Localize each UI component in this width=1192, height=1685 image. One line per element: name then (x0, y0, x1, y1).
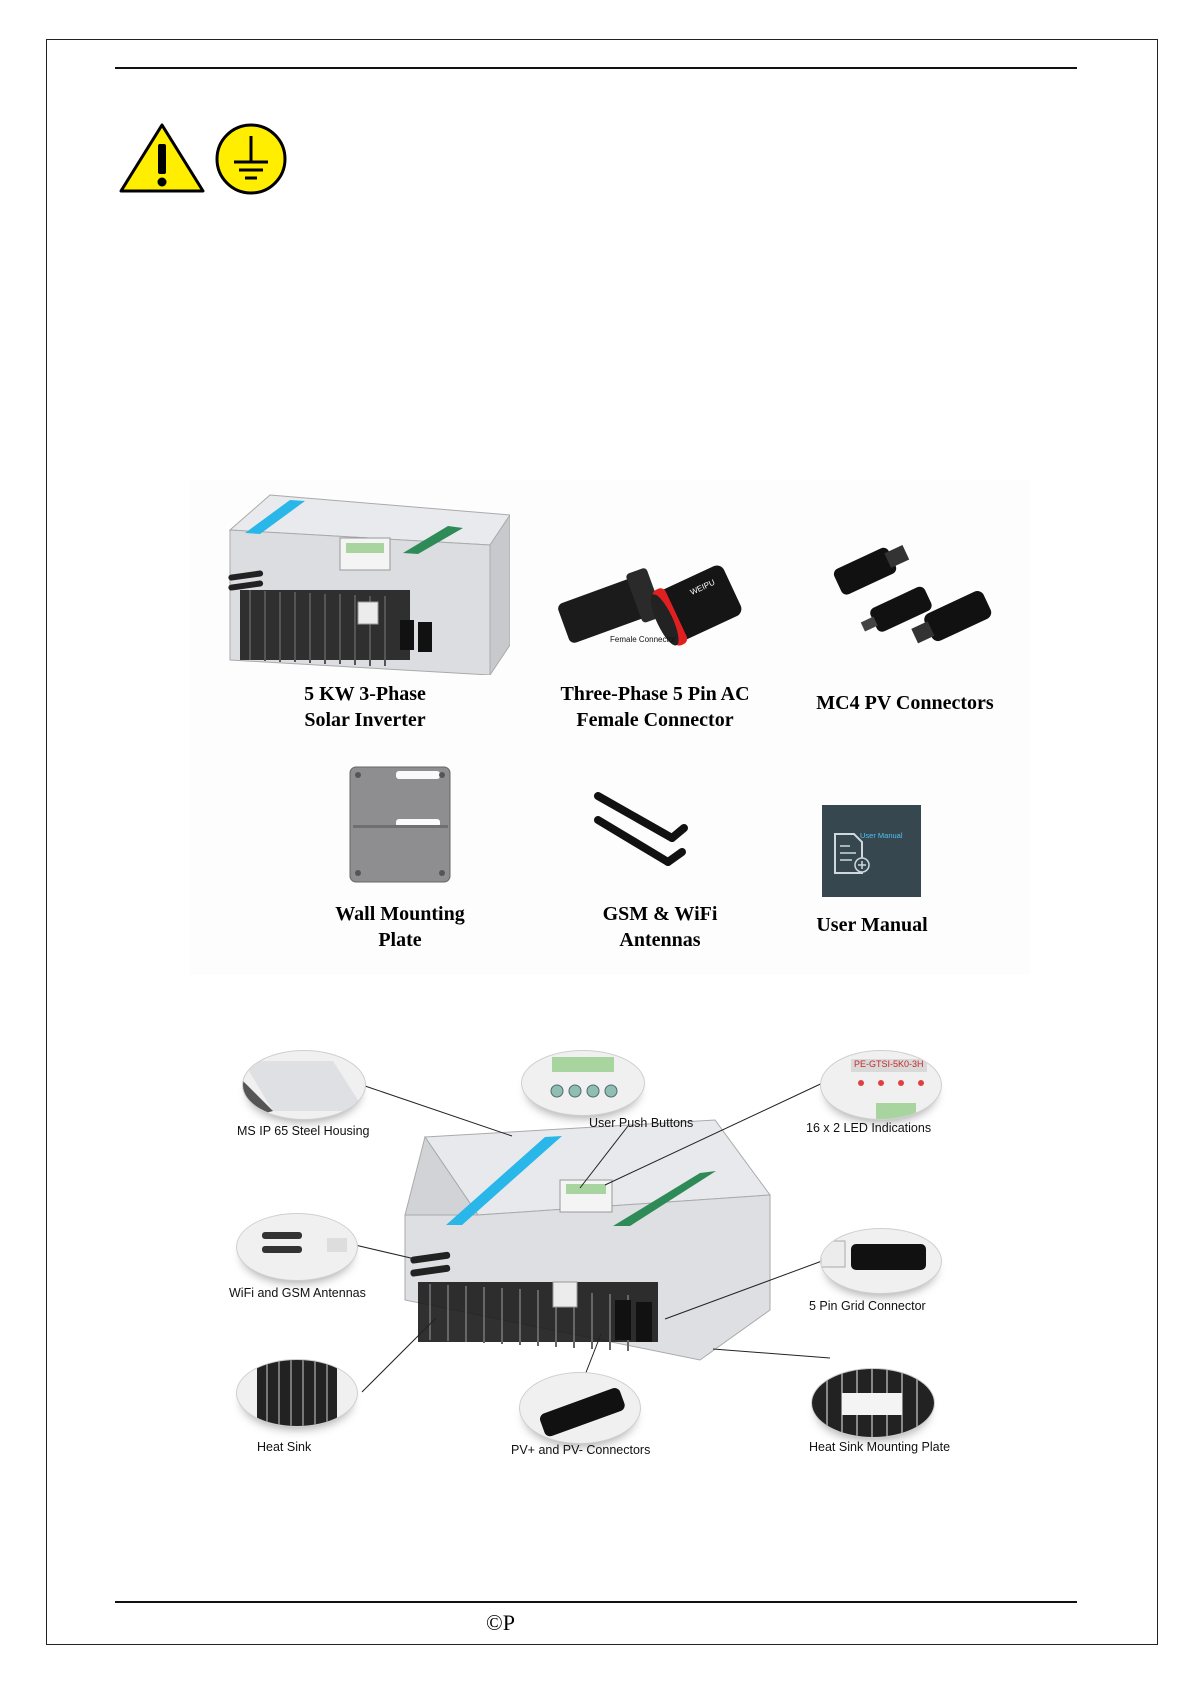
ground-symbol-icon (215, 123, 287, 195)
bubble-housing (242, 1050, 366, 1120)
caption-plate: Heat Sink Mounting Plate (809, 1440, 951, 1454)
footer-rule (115, 1601, 1077, 1603)
caption-heatsink: Heat Sink (257, 1440, 312, 1454)
wall-plate-image (349, 766, 451, 883)
bubble-antennas (236, 1213, 358, 1281)
caption-led: 16 x 2 LED Indications (806, 1121, 932, 1135)
bubble-buttons (521, 1050, 645, 1116)
header-rule (115, 67, 1077, 69)
caption-housing: MS IP 65 Steel Housing (237, 1124, 370, 1138)
warning-triangle-icon (119, 123, 205, 193)
bubble-grid (820, 1228, 942, 1294)
caption-buttons: User Push Buttons (589, 1116, 694, 1130)
bubble-pv (519, 1372, 641, 1444)
caption-antennas: WiFi and GSM Antennas (229, 1286, 366, 1300)
bubble-heatsink (236, 1359, 358, 1427)
item-manual-caption: User Manual (816, 914, 928, 936)
document-icon (834, 833, 870, 874)
led-panel-text: PE-GTSI-5K0-3H (854, 1059, 924, 1069)
inverter-image (228, 494, 510, 675)
user-manual-cover: User Manual (822, 805, 921, 897)
caption-grid: 5 Pin Grid Connector (809, 1299, 926, 1313)
page-frame (46, 39, 1158, 1645)
ac-connector-image: WEIPU (558, 565, 742, 646)
bubble-plate (811, 1368, 935, 1438)
female-connector-label: Female Connector (610, 635, 676, 644)
item-mc4-caption: MC4 PV Connectors (816, 692, 994, 714)
caption-pv: PV+ and PV- Connectors (511, 1443, 651, 1457)
antennas-image (594, 792, 688, 866)
footer-copyright: ©P (486, 1610, 515, 1635)
mc4-connectors-image (833, 544, 992, 644)
manual-cover-title: User Manual (860, 831, 903, 840)
bubble-led: PE-GTSI-5K0-3H (820, 1050, 942, 1120)
